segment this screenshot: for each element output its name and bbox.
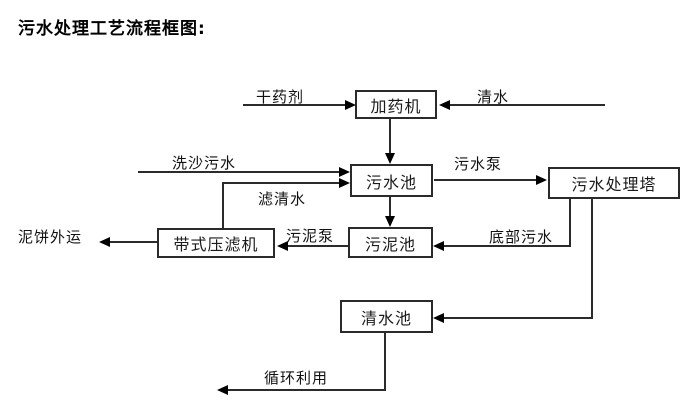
line-tower-drop-inner — [569, 199, 571, 247]
line-tower-drop-outer — [591, 199, 593, 319]
line-bottom-sewage — [444, 245, 571, 247]
label-mud-cake-out: 泥饼外运 — [18, 228, 83, 246]
node-sludge-pool: 污泥池 — [348, 227, 433, 258]
line-sludge-pump — [288, 245, 348, 247]
label-sand-washing-sewage: 洗沙污水 — [172, 154, 237, 172]
line-clean-water — [450, 104, 605, 106]
label-filtered-water: 滤清水 — [258, 190, 307, 208]
line-dry-agent — [243, 104, 345, 106]
node-belt-filter-press: 带式压滤机 — [157, 228, 275, 258]
node-sewage-pool: 污水池 — [350, 164, 433, 197]
arrowhead-left-icon — [99, 237, 110, 247]
line-dosing-to-sewage — [389, 119, 391, 153]
diagram-title: 污水处理工艺流程框图: — [18, 19, 206, 39]
line-sewage-to-sludge — [389, 197, 391, 217]
label-recycle-use: 循环利用 — [264, 369, 329, 387]
line-filtered-water-riser — [222, 182, 224, 228]
label-sludge-pump: 污泥泵 — [286, 227, 335, 245]
label-bottom-sewage: 底部污水 — [489, 228, 554, 246]
arrowhead-left-icon — [439, 100, 450, 110]
arrowhead-down-icon — [385, 216, 395, 227]
label-sewage-pump: 污水泵 — [454, 155, 503, 173]
label-clean-water: 清水 — [477, 88, 510, 106]
arrowhead-left-icon — [433, 241, 444, 251]
line-recycle-use — [228, 389, 386, 391]
line-clean-pool-drop — [384, 333, 386, 390]
arrowhead-down-icon — [385, 153, 395, 164]
arrowhead-right-icon — [345, 100, 356, 110]
node-dosing-machine: 加药机 — [355, 90, 437, 119]
line-mud-cake-out — [110, 241, 157, 243]
label-dry-agent: 干药剂 — [256, 88, 305, 106]
arrowhead-right-icon — [339, 178, 350, 188]
line-sand-washing-sewage — [138, 171, 340, 173]
line-tower-to-clean-pool — [444, 317, 593, 319]
node-treatment-tower: 污水处理塔 — [548, 167, 680, 199]
arrowhead-right-icon — [536, 175, 547, 185]
arrowhead-right-icon — [339, 167, 350, 177]
arrowhead-left-icon — [217, 385, 228, 395]
node-clean-water-pool: 清水池 — [340, 300, 433, 333]
arrowhead-left-icon — [433, 313, 444, 323]
line-sewage-pump — [434, 179, 537, 181]
line-filtered-water — [222, 182, 340, 184]
arrowhead-left-icon — [277, 241, 288, 251]
